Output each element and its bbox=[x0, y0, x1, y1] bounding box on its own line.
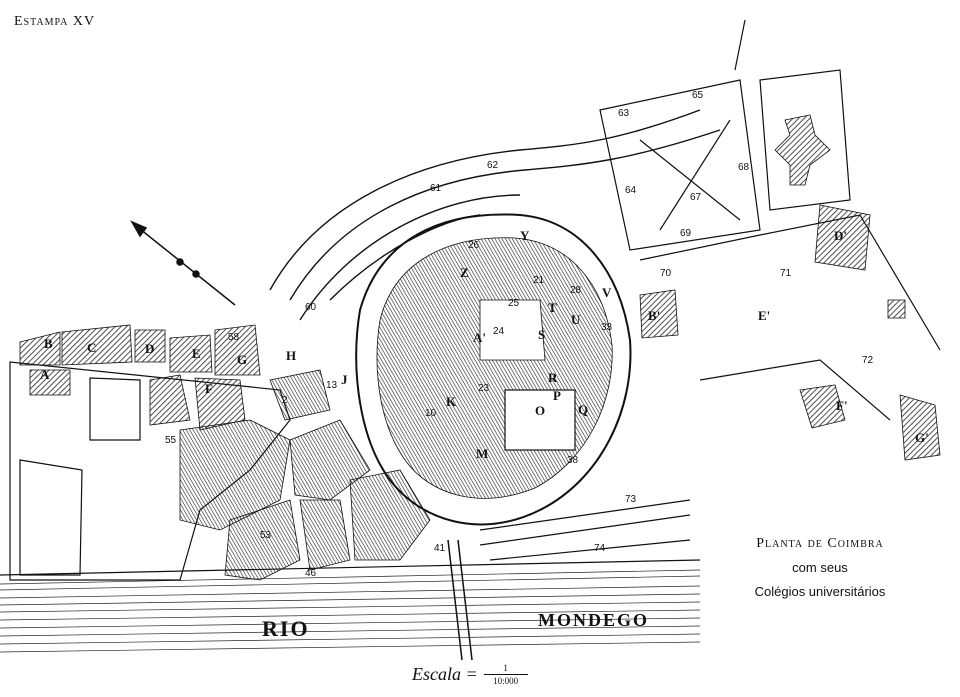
plate-label: Estampa XV bbox=[14, 14, 95, 30]
map-letter: E' bbox=[758, 308, 771, 323]
map-number: 70 bbox=[660, 268, 672, 279]
map-letter: P bbox=[553, 388, 561, 403]
map-letter: T bbox=[548, 300, 557, 315]
map-letter: V bbox=[602, 285, 612, 300]
map-letter: K bbox=[446, 394, 457, 409]
map-letter: B' bbox=[648, 308, 661, 323]
east-buildings bbox=[639, 114, 941, 461]
map-letter: S bbox=[538, 327, 546, 342]
map-number: 58 bbox=[228, 332, 240, 343]
map-number: 23 bbox=[478, 383, 490, 394]
legend-title: Planta de Coimbra bbox=[756, 536, 884, 551]
map-letter: F bbox=[205, 381, 213, 396]
map-number: 25 bbox=[508, 298, 520, 309]
map-letter: R bbox=[548, 370, 558, 385]
map-number: 64 bbox=[625, 185, 637, 196]
map-number: 2 bbox=[282, 395, 288, 406]
scale-fraction: 1 10:000 bbox=[483, 663, 528, 686]
map-number: 61 bbox=[430, 183, 442, 194]
west-buildings bbox=[19, 324, 261, 431]
map-number: 13 bbox=[326, 380, 338, 391]
map-number: 63 bbox=[618, 108, 630, 119]
east-quarter bbox=[599, 19, 941, 421]
scale: Escala = 1 10:000 bbox=[412, 663, 528, 686]
map-letter: G bbox=[237, 352, 248, 367]
map-letter: D' bbox=[834, 228, 847, 243]
map-number: 73 bbox=[625, 494, 637, 505]
map-number: 28 bbox=[570, 285, 582, 296]
legend-line-1: com seus bbox=[792, 560, 848, 575]
map-letter: E bbox=[192, 346, 201, 361]
map-letter: Y bbox=[520, 228, 530, 243]
river-mondego bbox=[0, 569, 701, 653]
riverside-roads bbox=[0, 499, 701, 576]
map-letter: F' bbox=[836, 398, 848, 413]
upper-town bbox=[355, 213, 632, 526]
map-letter: J bbox=[341, 372, 348, 387]
map-number: 72 bbox=[862, 355, 874, 366]
map-number: 46 bbox=[305, 568, 317, 579]
map-letter: C bbox=[87, 340, 97, 355]
map-number: 74 bbox=[594, 543, 606, 554]
map-number: 60 bbox=[305, 302, 317, 313]
scale-denominator: 10:000 bbox=[493, 676, 519, 686]
map-legend: Planta de Coimbra com seus Colégios univ… bbox=[705, 536, 935, 608]
map-number: 26 bbox=[468, 240, 480, 251]
map-letter: D bbox=[145, 341, 155, 356]
map-letter: A' bbox=[473, 330, 486, 345]
plate-number: XV bbox=[72, 14, 96, 29]
map-number: 10 bbox=[425, 408, 437, 419]
map-number: 55 bbox=[165, 435, 177, 446]
map-number: 71 bbox=[780, 268, 792, 279]
map-number: 68 bbox=[738, 162, 750, 173]
map-number: 69 bbox=[680, 228, 692, 239]
map-number: 53 bbox=[260, 530, 272, 541]
map-letter: Z bbox=[460, 265, 469, 280]
map-number: 67 bbox=[690, 192, 702, 203]
legend-line-2: Colégios universitários bbox=[754, 584, 886, 599]
map-letter: Q bbox=[578, 402, 589, 417]
map-letter: M bbox=[476, 446, 489, 461]
map-letter: U bbox=[571, 312, 581, 327]
map-number: 41 bbox=[434, 543, 446, 554]
river-label-right: MONDEGO bbox=[538, 610, 649, 630]
scale-numerator: 1 bbox=[503, 663, 508, 673]
scale-label: Escala = bbox=[412, 664, 478, 684]
map-number: 21 bbox=[533, 275, 545, 286]
river-label-left: RIO bbox=[262, 616, 310, 641]
map-number: 33 bbox=[601, 322, 613, 333]
map-letter: H bbox=[286, 348, 297, 363]
map-number: 24 bbox=[493, 326, 505, 337]
plate-prefix: Estampa bbox=[14, 14, 69, 29]
map-number: 62 bbox=[487, 160, 499, 171]
bridge bbox=[447, 539, 473, 661]
north-road bbox=[269, 109, 721, 321]
map-letter: A bbox=[40, 367, 50, 382]
map-letter: G' bbox=[915, 430, 929, 445]
map-letter: O bbox=[535, 403, 546, 418]
north-arrow bbox=[130, 220, 236, 306]
map-number: 65 bbox=[692, 90, 704, 101]
map-letter: B bbox=[44, 336, 53, 351]
lower-town bbox=[179, 369, 431, 581]
map-number: 38 bbox=[567, 455, 579, 466]
